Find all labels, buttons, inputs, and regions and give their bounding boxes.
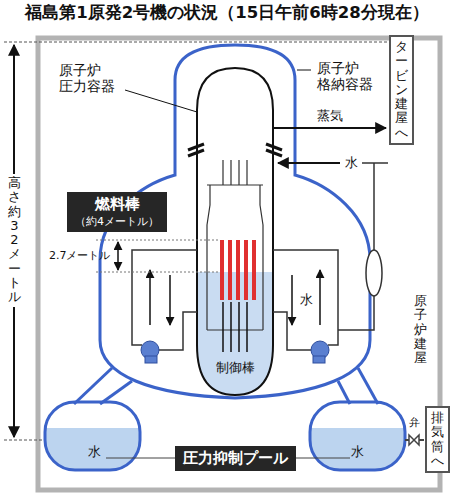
label-holder: 高さ約32メートル bbox=[7, 174, 22, 307]
part-label: 弁 bbox=[409, 416, 420, 429]
flow-label: 水 bbox=[345, 155, 358, 171]
node-label: 排気筒へ bbox=[431, 411, 444, 468]
part-label: 原子炉 圧力容器 bbox=[59, 62, 117, 94]
label-holder: 2.7メートル bbox=[49, 249, 111, 262]
label-holder: 制御棒 bbox=[216, 360, 255, 376]
feedwater-pipe bbox=[338, 163, 388, 330]
pressure-vessel bbox=[188, 68, 282, 402]
control-rod bbox=[222, 302, 224, 352]
leader-line bbox=[297, 70, 311, 71]
label-holder: 原子炉 格納容器 bbox=[317, 60, 375, 92]
label-holder: 水 bbox=[351, 444, 364, 460]
node-label: 燃料棒 bbox=[75, 195, 159, 214]
control-rods bbox=[223, 302, 247, 352]
pool-callout: 圧力抑制プール bbox=[175, 446, 296, 471]
steam-pipe bbox=[273, 127, 386, 129]
height-guide bbox=[4, 42, 392, 43]
flow-label: 水 bbox=[300, 292, 313, 308]
part-label: 原子炉 格納容器 bbox=[317, 60, 375, 92]
fuel-rod bbox=[228, 240, 232, 300]
water-label: 水 bbox=[88, 444, 101, 460]
dimension-guide bbox=[96, 240, 218, 272]
suppression-pool bbox=[45, 402, 405, 478]
flow-arrows bbox=[150, 270, 320, 325]
part-label: 原子炉建屋 bbox=[414, 294, 427, 365]
fuel-rods bbox=[220, 240, 256, 300]
fuel-rod bbox=[236, 240, 240, 300]
label-holder: 水 bbox=[88, 444, 101, 460]
diagram-title: 福島第1原発2号機の状況（15日午前6時28分現在） bbox=[0, 2, 454, 24]
fuel-rod bbox=[220, 240, 224, 300]
part-label: 制御棒 bbox=[216, 360, 255, 376]
flow-label: 蒸気 bbox=[317, 108, 343, 124]
control-rod bbox=[246, 302, 248, 352]
label-holder: 水 bbox=[345, 155, 358, 171]
node-label: 圧力抑制プール bbox=[183, 449, 288, 468]
label-holder: 原子炉建屋 bbox=[414, 294, 427, 365]
fuel-rod bbox=[244, 240, 248, 300]
valve-symbol bbox=[409, 435, 419, 445]
control-rod bbox=[230, 302, 232, 352]
water-label: 水 bbox=[351, 444, 364, 460]
node-sublabel: （約4メートル） bbox=[75, 214, 159, 229]
pump-symbol bbox=[141, 341, 329, 363]
node-label: タービン建屋へ bbox=[395, 40, 408, 140]
label-holder: 蒸気 bbox=[317, 108, 343, 124]
label-holder: 原子炉 圧力容器 bbox=[59, 62, 117, 94]
fuel-rod bbox=[252, 240, 256, 300]
fuel-callout: 燃料棒（約4メートル） bbox=[67, 192, 167, 232]
label-holder: 水 bbox=[300, 292, 313, 308]
feedwater-pipe bbox=[278, 162, 340, 164]
control-rod bbox=[238, 302, 240, 352]
leader-line bbox=[125, 90, 197, 112]
building-frame bbox=[38, 38, 440, 490]
destination-box: 排気筒へ bbox=[425, 406, 450, 473]
dimension-label: 高さ約32メートル bbox=[7, 174, 22, 307]
label-holder: 弁 bbox=[409, 416, 420, 429]
recirculation-loop bbox=[132, 250, 338, 350]
dimension-label: 2.7メートル bbox=[49, 249, 111, 262]
height-guide bbox=[4, 440, 44, 441]
dimension-arrow bbox=[117, 242, 119, 270]
destination-box: タービン建屋へ bbox=[389, 35, 414, 145]
